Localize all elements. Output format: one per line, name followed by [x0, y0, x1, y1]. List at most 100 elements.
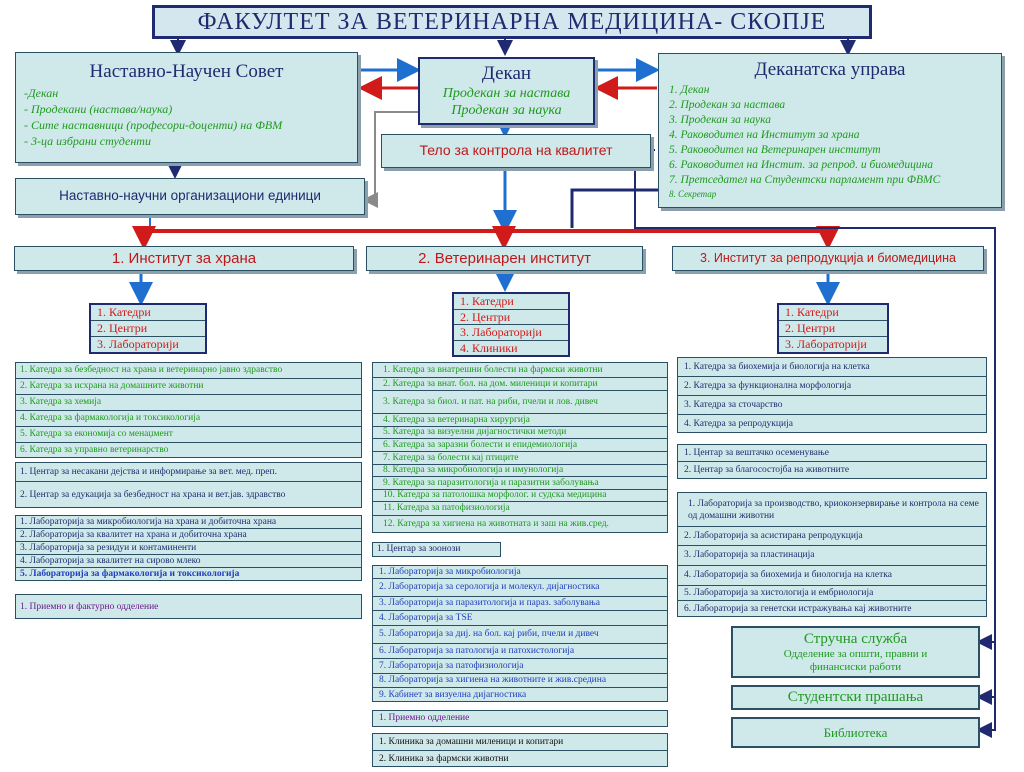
- council-title: Наставно-Научен Совет: [89, 61, 284, 82]
- food-sub-item: 3. Лабораторији: [97, 337, 179, 351]
- list-item: 6. Катедра за заразни болести и епидемио…: [373, 439, 667, 452]
- list-item: 7. Лабораторија за патофизиологија: [373, 659, 667, 674]
- repro-labs-list: 1. Лабораторија за производство, криокон…: [677, 492, 987, 617]
- council-item: - 3-ца избрани студенти: [24, 134, 151, 148]
- students-label: Студентски прашања: [787, 689, 924, 705]
- list-item: 2. Центар за благосостојба на животните: [684, 465, 850, 475]
- list-item: 2. Центар за едукација за безбедност на …: [20, 490, 286, 500]
- list-item: 3. Катедра за сточарство: [678, 396, 986, 415]
- management-item: 2. Продекан за настава: [669, 99, 786, 111]
- quality-label: Тело за контрола на квалитет: [419, 142, 613, 158]
- food-depts-list: 1. Катедра за безбедност на храна и вете…: [15, 362, 362, 458]
- management-item: 3. Продекан за наука: [669, 114, 772, 126]
- list-item: 8. Катедра за микробиологија и имунологи…: [373, 465, 667, 477]
- list-item: 1. Лабораторија за производство, криокон…: [678, 493, 986, 527]
- list-item: 1. Лабораторија за микробиологија: [373, 566, 667, 579]
- list-item: 5. Лабораторија за фармакологија и токси…: [20, 569, 240, 579]
- council-item: -Декан: [24, 86, 59, 100]
- list-item: 5. Катедра за визуелни дијагностички мет…: [373, 427, 667, 439]
- students-box: Студентски прашања: [731, 685, 980, 710]
- dean-line: Продекан за наука: [451, 103, 562, 118]
- units-label: Наставно-научни организациони единици: [59, 188, 321, 203]
- institute-food: 1. Институт за храна: [14, 246, 354, 271]
- list-item: 6. Лабораторија за генетски истражувања …: [684, 604, 912, 614]
- service-title: Стручна служба: [803, 631, 908, 647]
- list-item: 8. Лабораторија за хигиена на животните …: [373, 674, 667, 688]
- management-item: 6. Раководител на Инстит. за репрод. и б…: [669, 159, 934, 171]
- food-office: 1. Приемно и фактурно одделение: [15, 594, 362, 619]
- list-item: 3. Катедра за хемија: [16, 395, 361, 411]
- vet-depts-list: 1. Катедра за внатрешни болести на фармс…: [372, 362, 668, 533]
- diagram-title-box: ФАКУЛТЕТ ЗА ВЕТЕРИНАРНА МЕДИЦИНА- СКОПЈЕ: [152, 5, 872, 39]
- list-item: 1. Приемно одделение: [379, 713, 470, 723]
- list-item: 3. Лабораторија за резидуи и контаминент…: [16, 542, 361, 555]
- list-item: 2. Лабораторија за асистирана репродукци…: [678, 527, 986, 546]
- vet-sub-item: 4. Клиники: [460, 340, 518, 355]
- management-item: 7. Претседател на Студентски парламент п…: [669, 174, 941, 186]
- list-item: 4. Лабораторија за квалитет на сирово мл…: [16, 555, 361, 568]
- vet-sub-item: 3. Лабораторији: [454, 325, 568, 341]
- list-item: 1. Клиника за домашни миленици и копитар…: [373, 734, 667, 751]
- council-item: - Сите наставници (професори-доценти) на…: [24, 118, 283, 132]
- list-item: 9. Катедра за паразитологија и паразитни…: [373, 477, 667, 490]
- list-item: 7. Катедра за болести кај птиците: [373, 452, 667, 465]
- institute-vet: 2. Ветеринарен институт: [366, 246, 643, 271]
- repro-sub-item: 2. Центри: [779, 321, 887, 337]
- management-item: 5. Раководител на Ветеринарен институт: [669, 144, 881, 156]
- list-item: 1. Центар за вештачко осеменување: [678, 445, 986, 462]
- dean-line: Продекан за настава: [442, 86, 571, 101]
- repro-sub-box: 1. Катедри 2. Центри 3. Лабораторији: [777, 303, 889, 354]
- list-item: 4. Катедра за репродукција: [684, 419, 793, 429]
- vet-sub-item: 2. Центри: [454, 310, 568, 325]
- list-item: 1. Лабораторија за микробиологија на хра…: [16, 516, 361, 529]
- service-box: Стручна служба Одделение за општи, правн…: [731, 626, 980, 678]
- diagram-title: ФАКУЛТЕТ ЗА ВЕТЕРИНАРНА МЕДИЦИНА- СКОПЈЕ: [197, 9, 827, 35]
- library-label: Библиотека: [823, 725, 888, 740]
- list-item: 2. Лабораторија за серологија и молекул.…: [373, 579, 667, 597]
- vet-sub-item: 1. Катедри: [454, 294, 568, 310]
- list-item: 1. Приемно и фактурно одделение: [20, 602, 159, 612]
- vet-labs-list: 1. Лабораторија за микробиологија 2. Лаб…: [372, 565, 668, 702]
- institute-food-label: 1. Институт за храна: [111, 250, 257, 267]
- dean-box: Декан Продекан за настава Продекан за на…: [418, 57, 595, 125]
- list-item: 6. Лабораторија за патологија и патохист…: [373, 644, 667, 659]
- list-item: 3. Катедра за биол. и пат. на риби, пчел…: [373, 391, 667, 414]
- repro-centers-list: 1. Центар за вештачко осеменување 2. Цен…: [677, 444, 987, 479]
- institute-repro: 3. Институт за репродукција и биомедицин…: [672, 246, 984, 271]
- food-sub-box: 1. Катедри 2. Центри 3. Лабораторији: [89, 303, 207, 354]
- list-item: 2. Клиника за фармски животни: [379, 754, 509, 764]
- repro-sub-item: 1. Катедри: [779, 305, 887, 321]
- repro-sub-item: 3. Лабораторији: [785, 337, 867, 351]
- list-item: 5. Лабораторија за диј. на бол. кај риби…: [373, 626, 667, 644]
- management-title: Деканатска управа: [754, 59, 906, 80]
- list-item: 10. Катедра за патолошка морфолог. и суд…: [373, 490, 667, 502]
- list-item: 5. Катедра за економија со менаџмент: [16, 427, 361, 443]
- list-item: 11. Катедра за патофизиологија: [373, 502, 667, 516]
- food-sub-item: 1. Катедри: [91, 305, 205, 321]
- food-centers-list: 1. Центар за несакани дејства и информир…: [15, 462, 362, 508]
- vet-clinics-list: 1. Клиника за домашни миленици и копитар…: [372, 733, 668, 767]
- management-item: 1. Декан: [669, 84, 710, 96]
- list-item: 4. Лабораторија за биохемија и биологија…: [678, 566, 986, 586]
- service-line: финансиски работи: [809, 661, 902, 673]
- list-item: 1. Центар за несакани дејства и информир…: [16, 463, 361, 482]
- library-box: Библиотека: [731, 717, 980, 748]
- list-item: 12. Катедра за хигиена на животната и за…: [383, 519, 609, 529]
- management-box: Деканатска управа 1. Декан 2. Продекан з…: [658, 53, 1002, 208]
- list-item: 2. Катедра за исхрана на домашните живот…: [16, 379, 361, 395]
- list-item: 4. Катедра за ветеринарна хирургија: [373, 414, 667, 427]
- list-item: 4. Катедра за фармакологија и токсиколог…: [16, 411, 361, 427]
- vet-sub-box: 1. Катедри 2. Центри 3. Лабораторији 4. …: [452, 292, 570, 357]
- list-item: 3. Лабораторија за паразитологија и пара…: [373, 597, 667, 611]
- list-item: 3. Лабораторија за пластинација: [678, 546, 986, 566]
- units-box: Наставно-научни организациони единици: [15, 178, 365, 215]
- list-item: 6. Катедра за управно ветеринарство: [20, 445, 169, 455]
- council-item: - Продекани (настава/наука): [24, 102, 173, 116]
- list-item: 2. Катедра за функционална морфологија: [678, 377, 986, 396]
- council-box: Наставно-Научен Совет -Декан - Продекани…: [15, 52, 358, 163]
- dean-title: Декан: [481, 63, 532, 84]
- vet-center: 1. Центар за зоонози: [372, 542, 501, 557]
- food-labs-list: 1. Лабораторија за микробиологија на хра…: [15, 515, 362, 581]
- list-item: 1. Катедра за внатрешни болести на фармс…: [373, 363, 667, 378]
- list-item: 1. Катедра за биохемија и биологија на к…: [678, 358, 986, 377]
